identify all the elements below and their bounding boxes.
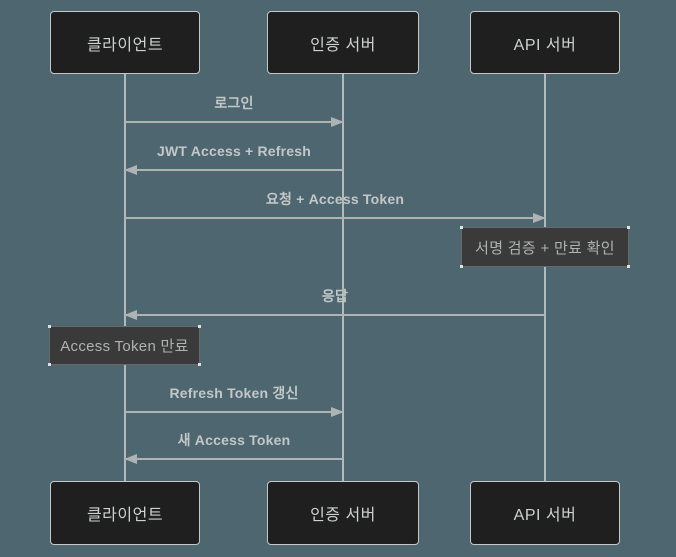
corner-dot-icon (48, 363, 51, 366)
corner-dot-icon (627, 265, 630, 268)
lifeline-auth-server (342, 74, 344, 481)
corner-dot-icon (48, 325, 51, 328)
arrowhead-right-icon (331, 407, 344, 417)
arrowhead-left-icon (124, 310, 137, 320)
lifeline-client (124, 74, 126, 481)
corner-dot-icon (460, 226, 463, 229)
note-signature-verify: 서명 검증 + 만료 확인 (460, 226, 630, 268)
actor-client-bottom: 클라이언트 (50, 481, 200, 545)
note-signature-verify-label: 서명 검증 + 만료 확인 (475, 239, 615, 257)
arrowhead-right-icon (533, 213, 546, 223)
message-login-label: 로그인 (214, 95, 254, 111)
message-jwt-tokens-label: JWT Access + Refresh (156, 143, 312, 159)
note-access-token-expired-label: Access Token 만료 (60, 338, 189, 355)
message-refresh-renew-arrow (125, 407, 344, 417)
actor-auth-server-bottom: 인증 서버 (267, 481, 419, 545)
corner-dot-icon (460, 265, 463, 268)
corner-dot-icon (198, 325, 201, 328)
corner-dot-icon (198, 363, 201, 366)
message-new-access-token-label: 새 Access Token (177, 432, 291, 448)
message-response-arrow (124, 310, 545, 320)
actor-api-server-bottom: API 서버 (470, 481, 620, 545)
message-request-arrow (125, 213, 546, 223)
actor-client-bottom-label: 클라이언트 (86, 507, 164, 524)
actor-client-top: 클라이언트 (50, 11, 200, 74)
actor-api-server-bottom-label: API 서버 (513, 507, 577, 524)
arrowhead-left-icon (124, 454, 137, 464)
note-access-token-expired: Access Token 만료 (48, 325, 201, 366)
actor-api-server-top: API 서버 (470, 11, 620, 74)
actor-auth-server-top: 인증 서버 (267, 11, 419, 74)
actor-auth-server-top-label: 인증 서버 (310, 36, 376, 54)
message-refresh-renew-label: Refresh Token 갱신 (169, 385, 299, 401)
arrowhead-left-icon (124, 165, 137, 175)
message-jwt-tokens-arrow (124, 165, 343, 175)
arrowhead-right-icon (331, 117, 344, 127)
corner-dot-icon (627, 226, 630, 229)
lifeline-api-server (544, 74, 546, 481)
actor-client-top-label: 클라이언트 (86, 36, 164, 54)
actor-api-server-top-label: API 서버 (513, 36, 577, 54)
actor-auth-server-bottom-label: 인증 서버 (310, 507, 376, 524)
message-new-access-token-arrow (124, 454, 343, 464)
message-response-label: 응답 (321, 288, 349, 304)
message-login-arrow (125, 117, 344, 127)
message-request-label: 요청 + Access Token (265, 191, 405, 207)
